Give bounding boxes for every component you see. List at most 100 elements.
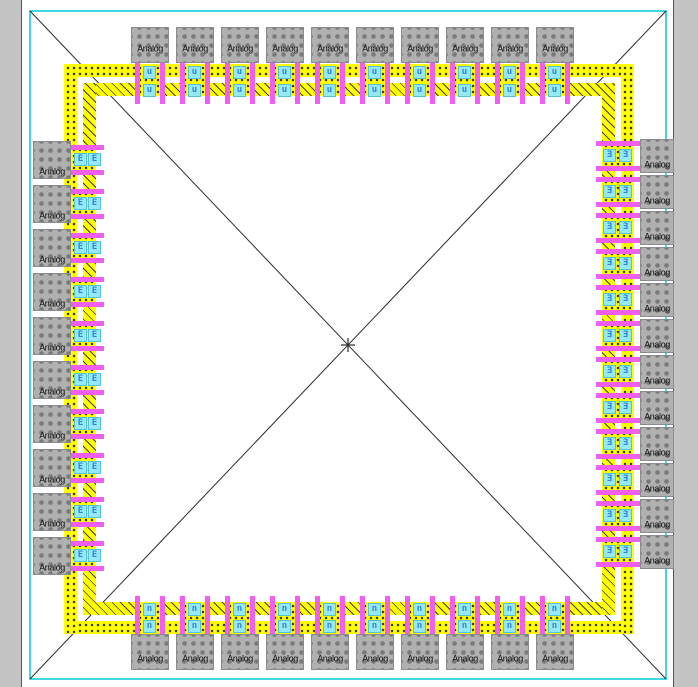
io-cell[interactable]: u <box>548 84 561 97</box>
io-cell[interactable]: E <box>88 285 101 298</box>
io-pad[interactable]: Analog <box>311 634 349 670</box>
via-bar[interactable] <box>520 596 525 642</box>
via-bar[interactable] <box>250 596 255 642</box>
via-bar[interactable] <box>360 596 365 642</box>
via-bar[interactable] <box>58 258 104 263</box>
via-bar[interactable] <box>58 522 104 527</box>
io-cell[interactable]: Ǝ <box>603 185 616 198</box>
via-bar[interactable] <box>225 596 230 642</box>
io-pad[interactable]: Analog <box>446 27 484 63</box>
via-bar[interactable] <box>450 596 455 642</box>
io-cell[interactable]: n <box>548 603 561 616</box>
io-pad[interactable]: Analog <box>131 634 169 670</box>
power-ring-inner-bottom[interactable] <box>83 602 615 615</box>
io-cell[interactable]: E <box>74 549 87 562</box>
via-bar[interactable] <box>475 58 480 104</box>
io-cell[interactable]: Ǝ <box>619 545 632 558</box>
via-bar[interactable] <box>475 596 480 642</box>
via-bar[interactable] <box>58 277 104 282</box>
io-pad[interactable]: Analog <box>640 175 674 209</box>
via-bar[interactable] <box>135 596 140 642</box>
via-bar[interactable] <box>58 409 104 414</box>
via-bar[interactable] <box>596 321 642 326</box>
via-bar[interactable] <box>225 58 230 104</box>
io-cell[interactable]: u <box>278 66 291 79</box>
io-cell[interactable]: Ǝ <box>619 149 632 162</box>
via-bar[interactable] <box>160 596 165 642</box>
via-bar[interactable] <box>180 58 185 104</box>
via-bar[interactable] <box>495 58 500 104</box>
via-bar[interactable] <box>315 58 320 104</box>
io-cell[interactable]: u <box>413 84 426 97</box>
io-pad[interactable]: Analog <box>491 27 529 63</box>
io-cell[interactable]: n <box>458 620 471 633</box>
via-bar[interactable] <box>205 596 210 642</box>
io-pad[interactable]: Analog <box>33 317 71 355</box>
via-bar[interactable] <box>360 58 365 104</box>
io-pad[interactable]: Analog <box>131 27 169 63</box>
io-cell[interactable]: E <box>88 373 101 386</box>
via-bar[interactable] <box>596 202 642 207</box>
io-pad[interactable]: Analog <box>221 634 259 670</box>
io-cell[interactable]: u <box>458 84 471 97</box>
io-pad[interactable]: Analog <box>640 319 674 353</box>
io-pad[interactable]: Analog <box>640 139 674 173</box>
via-bar[interactable] <box>58 233 104 238</box>
io-cell[interactable]: n <box>188 603 201 616</box>
io-cell[interactable]: u <box>143 84 156 97</box>
io-pad[interactable]: Analog <box>266 27 304 63</box>
via-bar[interactable] <box>135 58 140 104</box>
io-cell[interactable]: u <box>233 84 246 97</box>
io-cell[interactable]: Ǝ <box>603 365 616 378</box>
via-bar[interactable] <box>385 596 390 642</box>
io-pad[interactable]: Analog <box>536 634 574 670</box>
io-cell[interactable]: Ǝ <box>603 257 616 270</box>
io-cell[interactable]: n <box>188 620 201 633</box>
via-bar[interactable] <box>405 58 410 104</box>
io-cell[interactable]: E <box>74 329 87 342</box>
via-bar[interactable] <box>520 58 525 104</box>
via-bar[interactable] <box>340 58 345 104</box>
via-bar[interactable] <box>58 390 104 395</box>
via-bar[interactable] <box>270 58 275 104</box>
via-bar[interactable] <box>340 596 345 642</box>
io-cell[interactable]: Ǝ <box>619 437 632 450</box>
via-bar[interactable] <box>596 177 642 182</box>
via-bar[interactable] <box>540 58 545 104</box>
via-bar[interactable] <box>596 249 642 254</box>
via-bar[interactable] <box>250 58 255 104</box>
via-bar[interactable] <box>58 478 104 483</box>
io-cell[interactable]: n <box>278 603 291 616</box>
via-bar[interactable] <box>596 213 642 218</box>
via-bar[interactable] <box>385 58 390 104</box>
io-cell[interactable]: E <box>88 329 101 342</box>
io-cell[interactable]: Ǝ <box>619 257 632 270</box>
io-pad[interactable]: Analog <box>640 391 674 425</box>
io-cell[interactable]: E <box>88 461 101 474</box>
via-bar[interactable] <box>58 346 104 351</box>
via-bar[interactable] <box>315 596 320 642</box>
via-bar[interactable] <box>405 596 410 642</box>
io-cell[interactable]: E <box>74 461 87 474</box>
via-bar[interactable] <box>596 501 642 506</box>
io-cell[interactable]: n <box>503 620 516 633</box>
io-cell[interactable]: u <box>548 66 561 79</box>
io-cell[interactable]: E <box>74 505 87 518</box>
via-bar[interactable] <box>596 429 642 434</box>
via-bar[interactable] <box>58 566 104 571</box>
io-cell[interactable]: Ǝ <box>603 473 616 486</box>
io-pad[interactable]: Analog <box>176 27 214 63</box>
via-bar[interactable] <box>596 393 642 398</box>
io-cell[interactable]: Ǝ <box>619 329 632 342</box>
io-pad[interactable]: Analog <box>401 634 439 670</box>
io-cell[interactable]: Ǝ <box>603 149 616 162</box>
via-bar[interactable] <box>565 596 570 642</box>
via-bar[interactable] <box>58 189 104 194</box>
io-pad[interactable]: Analog <box>640 535 674 569</box>
io-cell[interactable]: Ǝ <box>603 293 616 306</box>
io-pad[interactable]: Analog <box>536 27 574 63</box>
via-bar[interactable] <box>596 526 642 531</box>
io-cell[interactable]: Ǝ <box>619 509 632 522</box>
io-cell[interactable]: n <box>413 603 426 616</box>
